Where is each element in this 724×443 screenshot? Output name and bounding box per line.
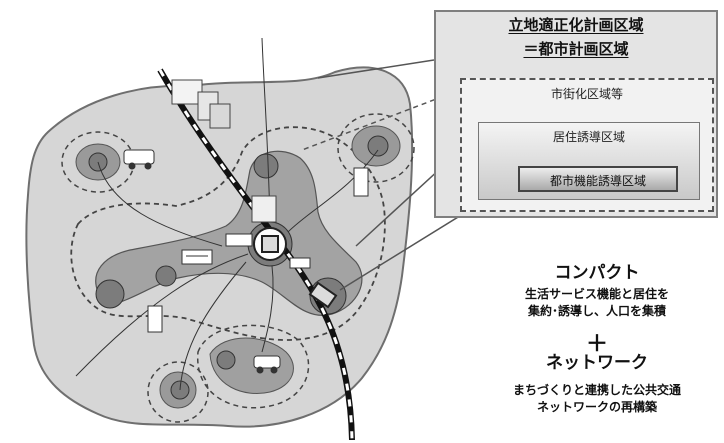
building-icon	[171, 79, 277, 223]
core-ne	[367, 135, 389, 157]
compact-desc-line2: 集約･誘導し、人口を集積	[527, 304, 666, 318]
core-mid	[155, 265, 177, 287]
car-icon-south	[253, 355, 281, 374]
network-title: ネットワーク	[546, 353, 648, 373]
legend-residential-label: 居住誘導区域	[552, 130, 625, 144]
core-north	[253, 153, 279, 179]
car-icon	[123, 149, 155, 170]
bus-icon-west	[147, 305, 163, 333]
transit-line-west	[75, 253, 249, 377]
satellite-outline-ne	[337, 113, 415, 183]
train-icon	[225, 233, 311, 269]
station-icon-east	[308, 281, 338, 309]
transit-line-nw	[97, 161, 223, 247]
legend-urban-function-box	[518, 166, 678, 192]
compact-desc-line1: 生活サービス機能と居住を	[524, 287, 669, 301]
arrow-planning-area	[317, 59, 435, 79]
satellite-outline-south	[197, 324, 310, 409]
bus-icon	[181, 249, 213, 265]
network-desc-line1: まちづくりと連携した公共交通	[512, 383, 681, 397]
legend-urbanization-label: 市街化区域等	[550, 87, 623, 101]
legend-title-line1: 立地適正化計画区域	[508, 16, 644, 34]
satellite-outline-sw	[147, 361, 209, 423]
compact-title: コンパクト	[554, 263, 640, 283]
transit-line-north	[261, 37, 271, 223]
station-icon	[253, 227, 287, 261]
arrow-urbanization	[301, 89, 461, 151]
plus-sign: ＋	[585, 332, 608, 357]
transit-line-south	[261, 265, 274, 353]
network-desc-line2: ネットワークの再構築	[536, 400, 657, 414]
legend-title-line2: ＝都市計画区域	[523, 40, 629, 58]
transit-line-ne	[287, 149, 379, 233]
legend-urban-function-label: 都市機能誘導区域	[549, 174, 646, 188]
transit-line-sw	[179, 261, 247, 391]
bus-icon-ne	[353, 167, 369, 197]
core-west	[95, 279, 125, 309]
core-south	[216, 350, 236, 370]
